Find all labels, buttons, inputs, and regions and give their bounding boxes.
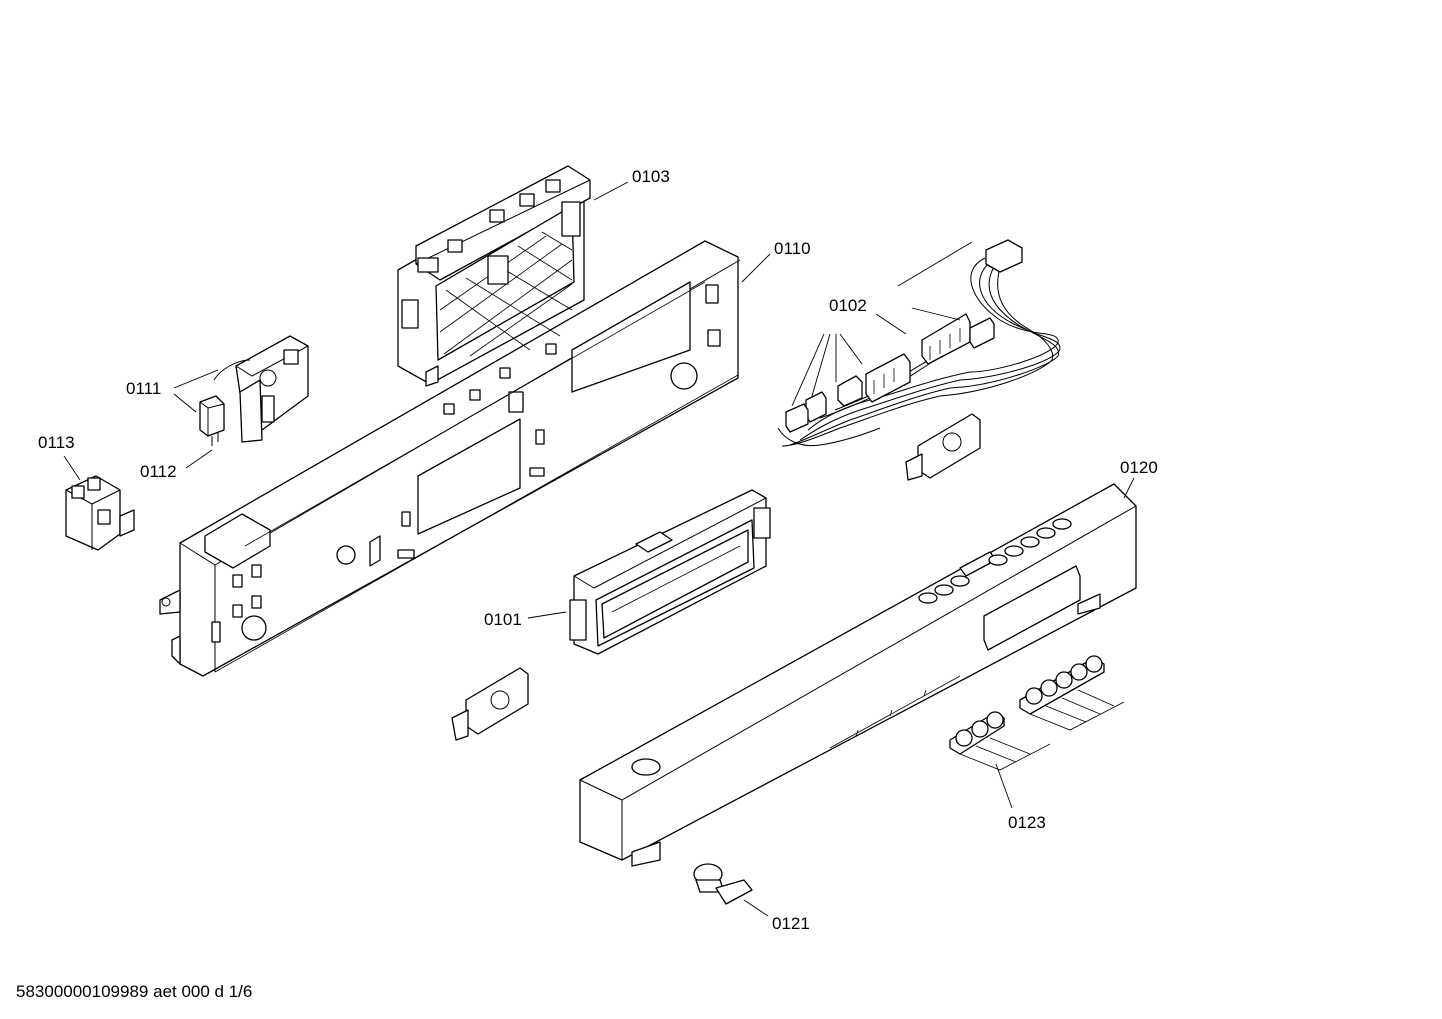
bracket-clip-right (905, 413, 981, 481)
part-0103-electronic-module (397, 165, 591, 387)
part-0113-terminal-block (65, 475, 135, 551)
drawing-reference-footer: 58300000109989 aet 000 d 1/6 (16, 982, 253, 1001)
callout-0113: 0113 (38, 433, 75, 452)
callout-0120: 0120 (1120, 458, 1158, 477)
part-0123-button-strips (949, 655, 1125, 771)
callout-0110: 0110 (774, 239, 811, 258)
callout-0111: 0111 (126, 379, 162, 398)
leader-lines (63, 181, 1135, 917)
callout-0123: 0123 (1008, 813, 1046, 832)
part-0110-panel-frame (159, 240, 741, 677)
bracket-clip-left (451, 667, 529, 741)
callout-0121: 0121 (772, 914, 810, 933)
part-0120-front-panel (579, 483, 1137, 867)
part-0121-knob (693, 863, 753, 905)
part-0102-wiring-harness (777, 239, 1061, 447)
callout-0101: 0101 (484, 610, 522, 629)
callout-0103: 0103 (632, 167, 670, 186)
part-0112-relay (199, 395, 225, 446)
callout-0102: 0102 (829, 296, 867, 315)
part-0111-switch (213, 335, 309, 443)
part-0101-display-module (569, 489, 771, 655)
callout-0112: 0112 (140, 462, 177, 481)
